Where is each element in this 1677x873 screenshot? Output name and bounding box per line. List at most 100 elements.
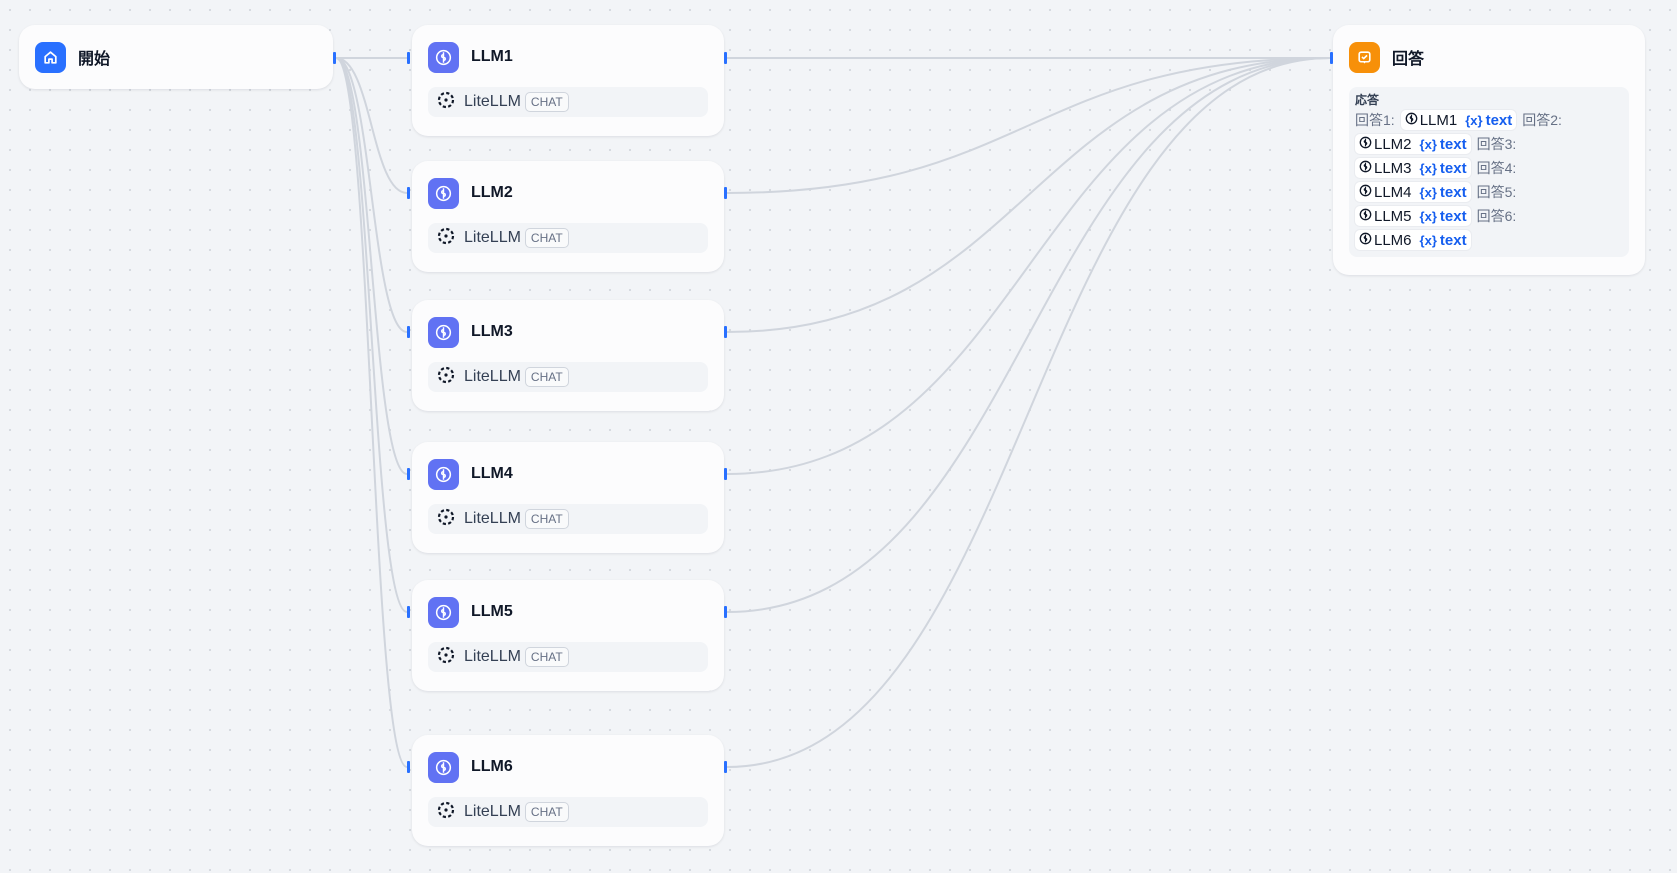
- variable-icon: {x}: [1419, 232, 1437, 248]
- llm5-target-handle[interactable]: [407, 606, 410, 618]
- llm6-target-handle[interactable]: [407, 761, 410, 773]
- llm-node-2[interactable]: LLM2 LiteLLM CHAT: [412, 161, 724, 272]
- brain-icon: [1359, 184, 1372, 200]
- edge-start-to-llm2[interactable]: [335, 57, 408, 194]
- llm-node-title: LLM3: [471, 323, 513, 340]
- variable-ref[interactable]: LLM3 {x} text: [1355, 158, 1471, 178]
- variable-ref-node: LLM2: [1374, 135, 1412, 153]
- variable-ref[interactable]: LLM2 {x} text: [1355, 134, 1471, 154]
- llm-node-title: LLM4: [471, 465, 513, 482]
- model-selector[interactable]: LiteLLM CHAT: [428, 504, 708, 534]
- answer-content[interactable]: 応答 回答1: LLM1 {x} text 回答2: LLM2 {x} text…: [1349, 87, 1629, 257]
- llm-node-4[interactable]: LLM4 LiteLLM CHAT: [412, 442, 724, 553]
- variable-ref-node: LLM3: [1374, 159, 1412, 177]
- answer-node[interactable]: 回答 応答 回答1: LLM1 {x} text 回答2: LLM2 {x} t…: [1333, 25, 1645, 275]
- edge-llm3-to-answer[interactable]: [726, 57, 1331, 333]
- llm-node-5[interactable]: LLM5 LiteLLM CHAT: [412, 580, 724, 691]
- model-name: LiteLLM: [464, 368, 521, 385]
- llm5-source-handle[interactable]: [724, 606, 727, 618]
- start-node-title: 開始: [78, 51, 111, 68]
- answer-label-text: 回答4:: [1476, 160, 1517, 176]
- brain-icon: [1359, 136, 1372, 152]
- llm2-source-handle[interactable]: [724, 187, 727, 199]
- model-name: LiteLLM: [464, 510, 521, 527]
- variable-ref-name: text: [1439, 231, 1467, 249]
- answer-content-label: 応答: [1355, 93, 1380, 107]
- edge-llm4-to-answer[interactable]: [726, 57, 1331, 475]
- answer-label-text: 回答3:: [1476, 136, 1517, 152]
- llm-node-title: LLM6: [471, 758, 513, 775]
- edge-start-to-llm3[interactable]: [335, 57, 408, 333]
- variable-ref-name: text: [1439, 183, 1467, 201]
- edge-start-to-llm5[interactable]: [335, 57, 408, 613]
- llm1-source-handle[interactable]: [724, 52, 727, 64]
- litellm-icon: [436, 507, 456, 532]
- llm1-target-handle[interactable]: [407, 52, 410, 64]
- llm6-source-handle[interactable]: [724, 761, 727, 773]
- brain-icon: [1359, 208, 1372, 224]
- llm4-target-handle[interactable]: [407, 468, 410, 480]
- llm4-source-handle[interactable]: [724, 468, 727, 480]
- answer-icon: [1349, 41, 1380, 73]
- variable-icon: {x}: [1419, 184, 1437, 200]
- variable-icon: {x}: [1465, 112, 1483, 128]
- model-selector[interactable]: LiteLLM CHAT: [428, 797, 708, 827]
- edge-llm5-to-answer[interactable]: [726, 57, 1331, 613]
- variable-icon: {x}: [1419, 208, 1437, 224]
- home-icon: [35, 41, 66, 73]
- variable-ref-name: text: [1485, 111, 1513, 129]
- answer-label-text: 回答1:: [1355, 112, 1395, 128]
- model-selector[interactable]: LiteLLM CHAT: [428, 362, 708, 392]
- start-source-handle[interactable]: [333, 52, 336, 64]
- variable-ref-node: LLM5: [1374, 207, 1412, 225]
- llm-node-title: LLM2: [471, 184, 513, 201]
- edge-llm6-to-answer[interactable]: [726, 57, 1331, 768]
- answer-line: LLM3 {x} text 回答4:: [1355, 156, 1623, 180]
- model-mode-badge: CHAT: [524, 92, 569, 112]
- llm3-target-handle[interactable]: [407, 326, 410, 338]
- answer-line: 回答1: LLM1 {x} text 回答2:: [1355, 108, 1623, 132]
- answer-line: LLM6 {x} text: [1355, 228, 1623, 252]
- brain-icon: [428, 458, 459, 490]
- answer-node-title: 回答: [1392, 51, 1425, 68]
- variable-ref-name: text: [1439, 207, 1467, 225]
- model-mode-badge: CHAT: [524, 367, 569, 387]
- variable-ref[interactable]: LLM6 {x} text: [1355, 230, 1471, 250]
- variable-ref[interactable]: LLM5 {x} text: [1355, 206, 1471, 226]
- variable-ref-name: text: [1439, 135, 1467, 153]
- model-selector[interactable]: LiteLLM CHAT: [428, 642, 708, 672]
- start-node[interactable]: 開始: [19, 25, 333, 89]
- brain-icon: [428, 316, 459, 348]
- llm-node-3[interactable]: LLM3 LiteLLM CHAT: [412, 300, 724, 411]
- model-selector[interactable]: LiteLLM CHAT: [428, 223, 708, 253]
- model-name: LiteLLM: [464, 229, 521, 246]
- brain-icon: [428, 177, 459, 209]
- llm-node-6[interactable]: LLM6 LiteLLM CHAT: [412, 735, 724, 846]
- edge-llm2-to-answer[interactable]: [726, 57, 1331, 194]
- variable-ref[interactable]: LLM1 {x} text: [1400, 110, 1517, 130]
- variable-icon: {x}: [1419, 160, 1437, 176]
- edge-start-to-llm6[interactable]: [335, 57, 408, 768]
- model-name: LiteLLM: [464, 648, 521, 665]
- model-name: LiteLLM: [464, 93, 521, 110]
- llm-node-1[interactable]: LLM1 LiteLLM CHAT: [412, 25, 724, 136]
- variable-ref-node: LLM1: [1419, 111, 1458, 129]
- litellm-icon: [436, 645, 456, 670]
- brain-icon: [1359, 232, 1372, 248]
- variable-icon: {x}: [1419, 136, 1437, 152]
- answer-target-handle[interactable]: [1330, 52, 1333, 64]
- llm3-source-handle[interactable]: [724, 326, 727, 338]
- brain-icon: [428, 751, 459, 783]
- edge-start-to-llm4[interactable]: [335, 57, 408, 475]
- answer-label-text: 回答2:: [1522, 112, 1562, 128]
- answer-line: LLM2 {x} text 回答3:: [1355, 132, 1623, 156]
- litellm-icon: [436, 90, 456, 115]
- brain-icon: [1405, 112, 1418, 128]
- model-mode-badge: CHAT: [524, 647, 569, 667]
- variable-ref[interactable]: LLM4 {x} text: [1355, 182, 1471, 202]
- variable-ref-node: LLM4: [1374, 183, 1412, 201]
- answer-line: LLM4 {x} text 回答5:: [1355, 180, 1623, 204]
- llm2-target-handle[interactable]: [407, 187, 410, 199]
- model-selector[interactable]: LiteLLM CHAT: [428, 87, 708, 117]
- variable-ref-name: text: [1439, 159, 1467, 177]
